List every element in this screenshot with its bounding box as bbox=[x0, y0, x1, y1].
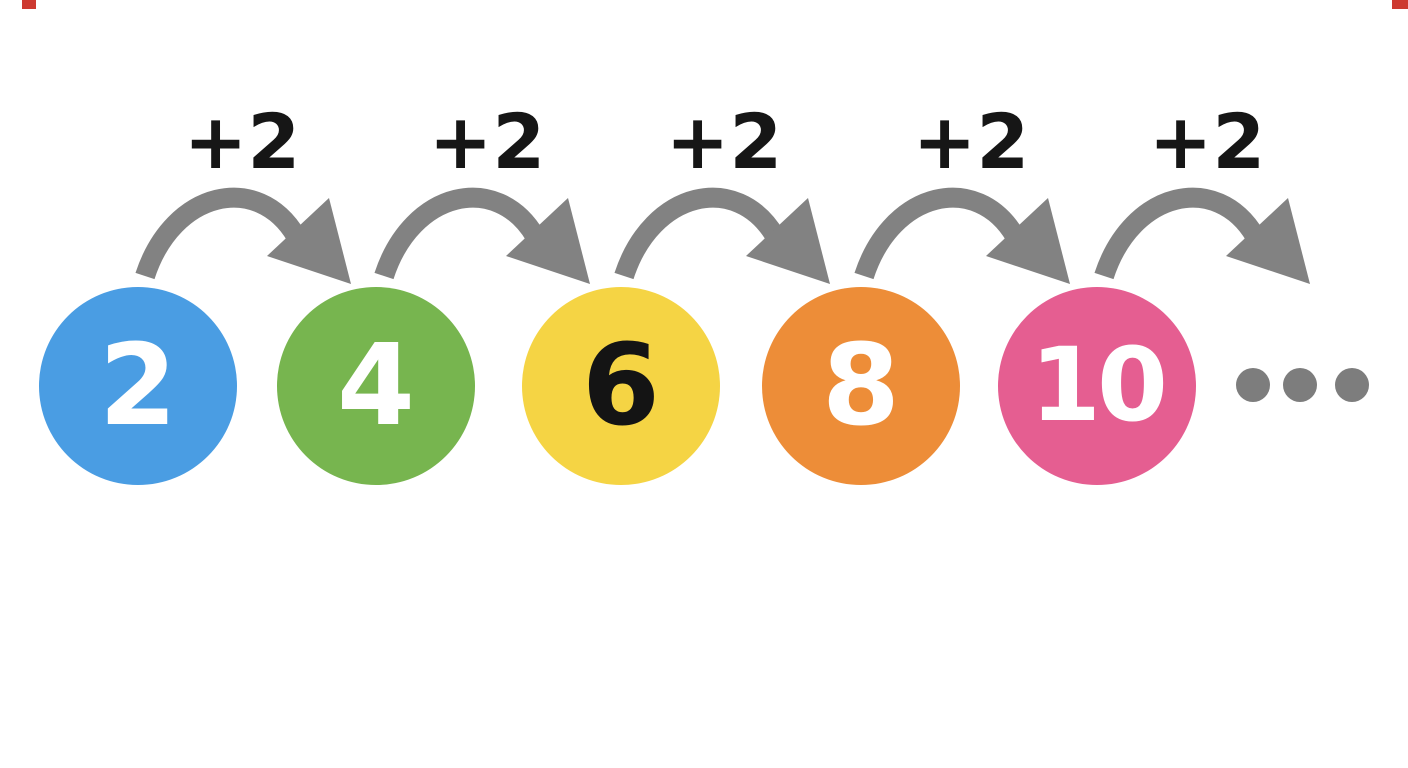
corner-artifact-mark-right bbox=[1392, 0, 1408, 9]
ellipsis-dot bbox=[1335, 368, 1369, 402]
node-value: 6 bbox=[582, 321, 660, 451]
node-value: 4 bbox=[337, 321, 415, 451]
step-label: +2 bbox=[665, 97, 783, 186]
arrow-icon bbox=[614, 187, 830, 284]
sequence-node-4: 4 bbox=[277, 287, 475, 485]
sequence-node-2: 2 bbox=[39, 287, 237, 485]
node-value: 2 bbox=[99, 321, 177, 451]
ellipsis-dot bbox=[1283, 368, 1317, 402]
step-label: +2 bbox=[183, 97, 301, 186]
arrow-icon bbox=[1094, 187, 1310, 284]
arrow-icon bbox=[374, 187, 590, 284]
ellipsis-dot bbox=[1236, 368, 1270, 402]
step-label: +2 bbox=[912, 97, 1030, 186]
sequence-node-8: 8 bbox=[762, 287, 960, 485]
sequence-node-10: 10 bbox=[998, 287, 1196, 485]
step-label: +2 bbox=[428, 97, 546, 186]
step-label: +2 bbox=[1148, 97, 1266, 186]
node-value: 10 bbox=[1030, 326, 1168, 445]
node-value: 8 bbox=[822, 321, 900, 451]
arrow-icon bbox=[135, 187, 351, 284]
corner-artifact-mark-left bbox=[22, 0, 36, 9]
arrow-icon bbox=[854, 187, 1070, 284]
sequence-node-6: 6 bbox=[522, 287, 720, 485]
